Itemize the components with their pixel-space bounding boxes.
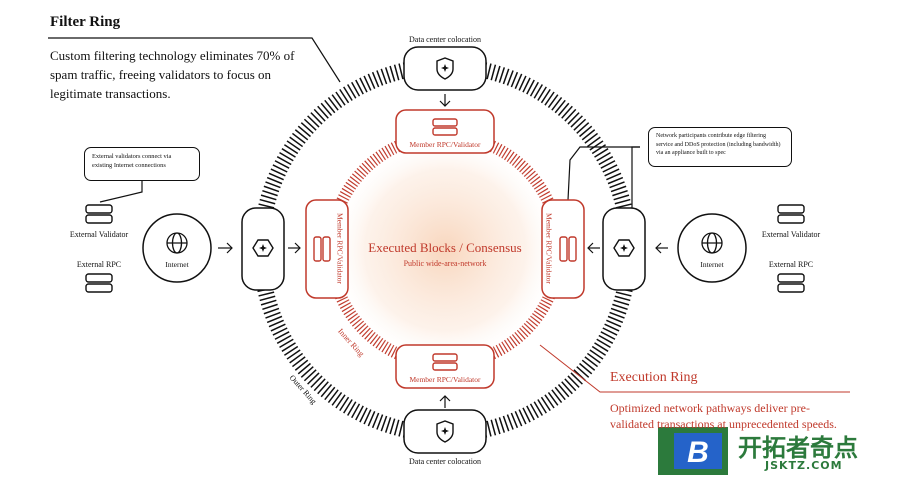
server-icon (432, 127, 458, 136)
shield-icon (613, 239, 635, 257)
external-rpc-right-label: External RPC (768, 260, 814, 269)
arrow-right-2-head (655, 242, 662, 254)
watermark-letter: B (687, 436, 709, 469)
server-icon (777, 273, 805, 293)
execution-ring-description: Optimized network pathways deliver pre-v… (610, 401, 837, 431)
server-icon (432, 118, 458, 127)
center-title: Executed Blocks / Consensus (368, 240, 522, 255)
network-note-leader-2 (631, 146, 640, 208)
member-node-bottom (395, 344, 495, 389)
data-center-bottom-label: Data center colocation (409, 457, 481, 466)
arrow-left-1-head (226, 242, 233, 254)
filter-ring-leader (48, 37, 341, 83)
server-icon (559, 236, 568, 262)
center-glow (330, 135, 560, 365)
server-icon (85, 204, 113, 224)
watermark-url: JSKTZ.COM (765, 459, 843, 472)
member-node-top (395, 109, 495, 154)
internet-right-label: Internet (700, 260, 724, 269)
watermark-brand: 开拓者奇点 (738, 434, 858, 462)
internet-left-label: Internet (165, 260, 189, 269)
server-icon (85, 273, 113, 293)
center-subtitle: Public wide-area-network (403, 259, 487, 268)
data-center-top-label: Data center colocation (409, 35, 481, 44)
external-validator-left-label: External Validator (69, 230, 129, 239)
shield-icon (252, 239, 274, 257)
server-icon (432, 353, 458, 362)
server-icon (313, 236, 322, 262)
filter-ring-title: Filter Ring (50, 14, 121, 30)
execution-ring-title: Execution Ring (610, 370, 698, 385)
server-icon (432, 362, 458, 371)
globe-icon (701, 232, 723, 254)
arrow-right-1-head (587, 242, 594, 254)
server-icon (777, 204, 805, 224)
member-node-left (305, 199, 349, 299)
network-participants-note: Network participants contribute edge fil… (648, 127, 792, 167)
arrow-left-2-head (294, 242, 301, 254)
member-bottom-label: Member RPC/Validator (409, 375, 481, 384)
server-icon (568, 236, 577, 262)
watermark-logo: B (658, 427, 728, 475)
internet-node-left (142, 213, 212, 283)
member-node-right (541, 199, 585, 299)
sparkle-icon (620, 244, 628, 252)
external-validators-note: External validators connect via existing… (84, 147, 200, 181)
shield-icon (436, 420, 454, 443)
external-note-leader (99, 180, 143, 203)
external-rpc-left-label: External RPC (76, 260, 122, 269)
internet-node-right (677, 213, 747, 283)
network-note-leader-1 (567, 146, 640, 201)
sparkle-icon (259, 244, 267, 252)
sparkle-icon (441, 427, 449, 435)
arrow-bottom-head (439, 395, 451, 402)
arrow-top-head (439, 100, 451, 107)
server-icon (322, 236, 331, 262)
filter-ring-description: Custom filtering technology eliminates 7… (50, 48, 295, 101)
sparkle-icon (441, 64, 449, 72)
globe-icon (166, 232, 188, 254)
member-right-label: Member RPC/Validator (544, 212, 554, 285)
member-left-label: Member RPC/Validator (335, 212, 345, 285)
member-top-label: Member RPC/Validator (409, 140, 481, 149)
shield-icon (436, 57, 454, 80)
external-validator-right-label: External Validator (761, 230, 821, 239)
execution-ring-leader (539, 344, 850, 393)
